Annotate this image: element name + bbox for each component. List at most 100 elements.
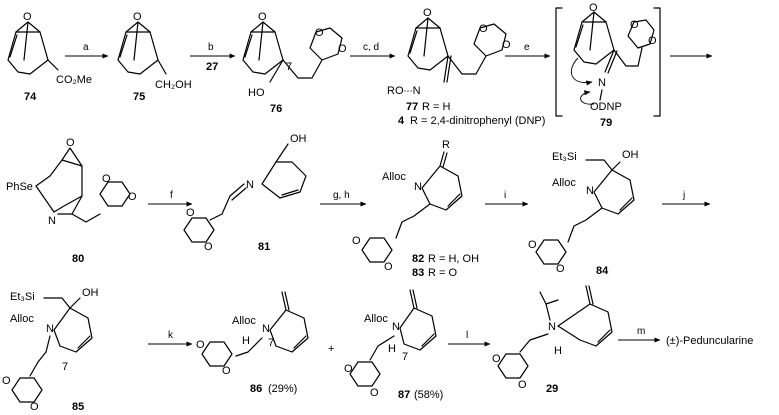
compound-number: 75 [133,91,145,103]
yield-label: (58%) [414,389,443,401]
alloc-label: Alloc [552,177,576,189]
alloc-label: Alloc [10,313,34,325]
dioxane-o: O [492,353,501,365]
atom-n: N [246,179,254,191]
compound-82: R Alloc N O O 82 R = H, OH 83 R = O [352,139,479,279]
leaving-group: ODNP [590,101,622,113]
dioxane-o: O [30,401,39,413]
arrow-f: f [148,190,193,207]
compound-79: O N ODNP O O 79 [555,2,661,129]
atom-o: O [23,11,32,23]
reagent-label: 27 [206,61,218,73]
dioxane-o: O [630,19,639,31]
atom-n: N [548,321,556,333]
atom-n: N [48,215,56,227]
compound-number: 76 [270,103,282,115]
position-7: 7 [402,351,408,363]
dioxane-o: O [648,35,657,47]
oxime-label: RO∙∙∙N [387,85,421,97]
atom-n: N [414,181,422,193]
compound-number: 83 [412,267,424,279]
condition-label: l [466,330,468,341]
final-product-label: (±)-Peduncularine [666,335,753,347]
condition-label: c, d [363,42,379,53]
compound-definition: R = H [422,101,450,113]
arrow-l: l [448,330,491,347]
condition-label: m [637,326,645,337]
atom-n: N [586,185,594,197]
arrow-m: m [618,326,661,343]
atom-h: H [388,343,396,355]
condition-label: g, h [333,190,350,201]
atom-n: N [262,323,270,335]
compound-84: Et₃Si OH Alloc N O O 84 [528,149,639,277]
arrow-k: k [148,330,193,347]
alloc-label: Alloc [382,171,406,183]
compound-75: O CH₂OH 75 [117,11,192,103]
compound-number: 81 [258,241,270,253]
compound-number: 87 [398,389,410,401]
compound-87: Alloc N H 7 O O 87 (58%) [344,289,443,401]
condition-label: j [682,190,685,201]
alloc-label: Alloc [232,315,256,327]
ester-label: CO₂Me [56,74,92,86]
arrow-cd: c, d [350,42,396,59]
atom-o: O [258,11,267,23]
arrow-i: i [485,190,529,207]
compound-definition: R = H, OH [428,253,479,265]
atom-r: R [442,139,450,151]
atom-n: N [46,323,54,335]
compound-number: 4 [398,115,405,127]
yield-label: (29%) [268,383,297,395]
condition-label: f [170,190,173,201]
arrow-j: j [662,190,711,207]
compound-81: OH N O O 81 [183,133,307,253]
compound-number: 79 [600,117,612,129]
hydroxy-label: OH [290,133,307,145]
compound-86: Alloc N 7 H O O 86 (29%) [196,291,309,395]
plus-sign: + [328,343,334,355]
dioxane-o: O [186,207,195,219]
atom-n: N [598,77,606,89]
dioxane-o: O [222,365,231,377]
dioxane-o: O [518,379,527,391]
compound-number: 82 [412,253,424,265]
compound-number: 84 [596,265,609,277]
dioxane-o: O [344,363,353,375]
compound-85: Et₃Si OH Alloc N 7 O O 85 [2,287,99,413]
triethylsilyl-label: Et₃Si [10,291,35,303]
alloc-label: Alloc [364,313,388,325]
compound-number: 74 [24,91,37,103]
atom-h: H [554,345,562,357]
dioxane-o: O [528,239,537,251]
condition-label: b [208,42,214,53]
dioxane-o: O [502,39,511,51]
arrow-b: b 27 [190,42,236,73]
dioxane-o: O [338,43,347,55]
compound-80: PhSe O N O O 80 [6,137,137,265]
compound-74: O CO₂Me 74 [7,11,92,103]
compound-definition: R = 2,4-dinitrophenyl (DNP) [410,115,545,127]
hydroxy-label: HO [248,87,265,99]
atom-o: O [589,2,598,14]
hydroxy-label: OH [622,149,639,161]
dioxane-o: O [204,241,213,253]
dioxane-o: O [2,375,11,387]
atom-h: H [242,335,250,347]
condition-label: k [168,330,174,341]
position-7: 7 [268,337,274,349]
arrow-a: a [65,42,109,59]
compound-29: N H O O 29 [492,285,613,395]
condition-label: i [504,190,506,201]
triethylsilyl-label: Et₃Si [552,151,577,163]
compound-number: 86 [250,383,262,395]
dioxane-o: O [384,261,393,273]
compound-76: O 7 HO O O 76 [242,11,347,115]
compound-77: O RO∙∙∙N O O 77 R = H 4 R = 2,4-dinitrop… [387,7,545,127]
compound-number: 77 [406,101,418,113]
hydroxy-label: OH [82,287,99,299]
condition-label: a [83,42,89,53]
dioxane-o: O [370,387,379,399]
position-7: 7 [62,361,68,373]
